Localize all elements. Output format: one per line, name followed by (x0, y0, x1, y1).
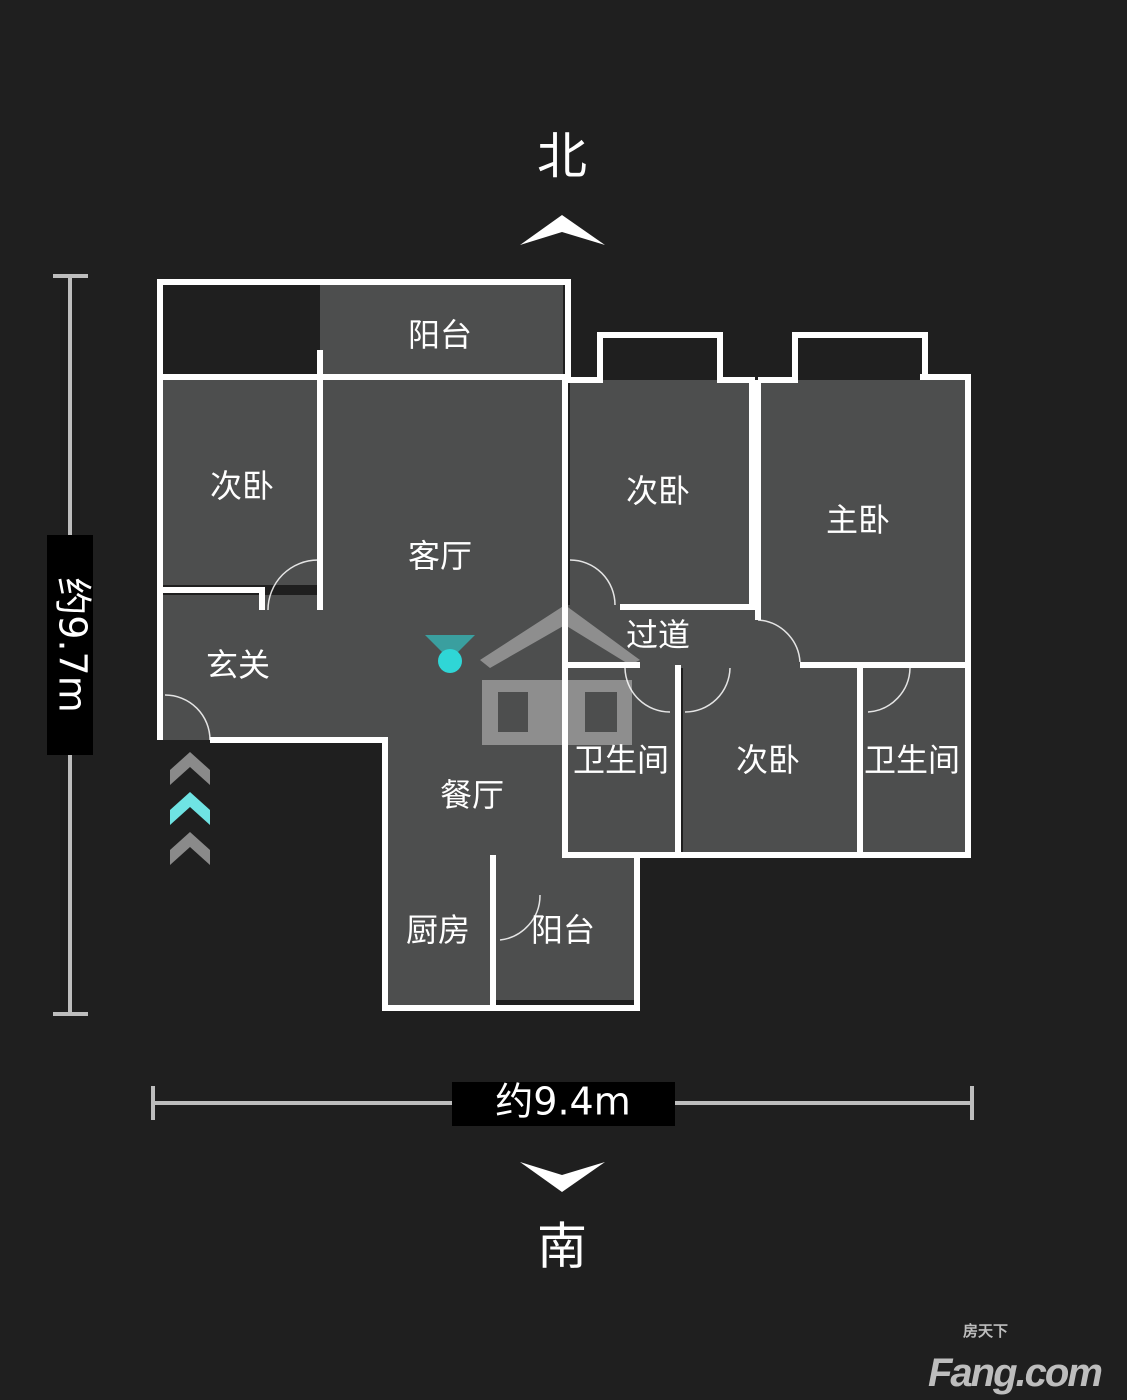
room-bath-1 (565, 668, 675, 855)
label-bathroom-2: 卫生间 (864, 741, 960, 779)
label-dining-room: 餐厅 (440, 776, 504, 814)
height-dimension: 约9.7m (47, 274, 95, 1016)
label-bedroom-middle: 次卧 (626, 472, 690, 510)
label-foyer: 玄关 (206, 646, 270, 684)
room-foyer (163, 595, 318, 740)
north-arrow-icon (520, 215, 605, 245)
width-label: 约9.4m (495, 1080, 630, 1124)
fang-logo: 房天下 Fang.com (928, 1322, 1103, 1395)
room-dining (385, 740, 565, 855)
south-arrow-icon (520, 1162, 605, 1192)
room-balcony-north (320, 285, 563, 377)
label-master-bedroom: 主卧 (826, 501, 890, 539)
label-bedroom-west: 次卧 (210, 467, 274, 505)
label-kitchen: 厨房 (406, 911, 470, 949)
label-bedroom-south: 次卧 (736, 741, 800, 779)
room-balcony-south (493, 855, 635, 1000)
room-bath-2 (862, 668, 965, 855)
room-living (318, 377, 568, 740)
label-balcony-south: 阳台 (531, 911, 595, 949)
north-label: 北 (537, 128, 587, 186)
height-label: 约9.7m (51, 577, 95, 712)
label-balcony-north: 阳台 (408, 316, 472, 354)
entrance-arrows-icon (170, 752, 210, 865)
south-label: 南 (537, 1218, 587, 1276)
svg-text:房天下: 房天下 (963, 1322, 1008, 1340)
room-kitchen (385, 855, 493, 1005)
camera-position-icon[interactable] (425, 635, 475, 673)
room-bedroom-middle (570, 380, 752, 605)
width-dimension: 约9.4m (151, 1080, 974, 1126)
room-bedroom-west (163, 377, 318, 585)
walls (157, 279, 971, 1011)
label-corridor: 过道 (626, 616, 690, 654)
room-bedroom-south (683, 668, 857, 855)
label-living-room: 客厅 (408, 537, 472, 575)
label-bathroom-1: 卫生间 (573, 741, 669, 779)
watermark-house-icon (480, 605, 640, 745)
svg-text:Fang.com: Fang.com (928, 1351, 1101, 1395)
